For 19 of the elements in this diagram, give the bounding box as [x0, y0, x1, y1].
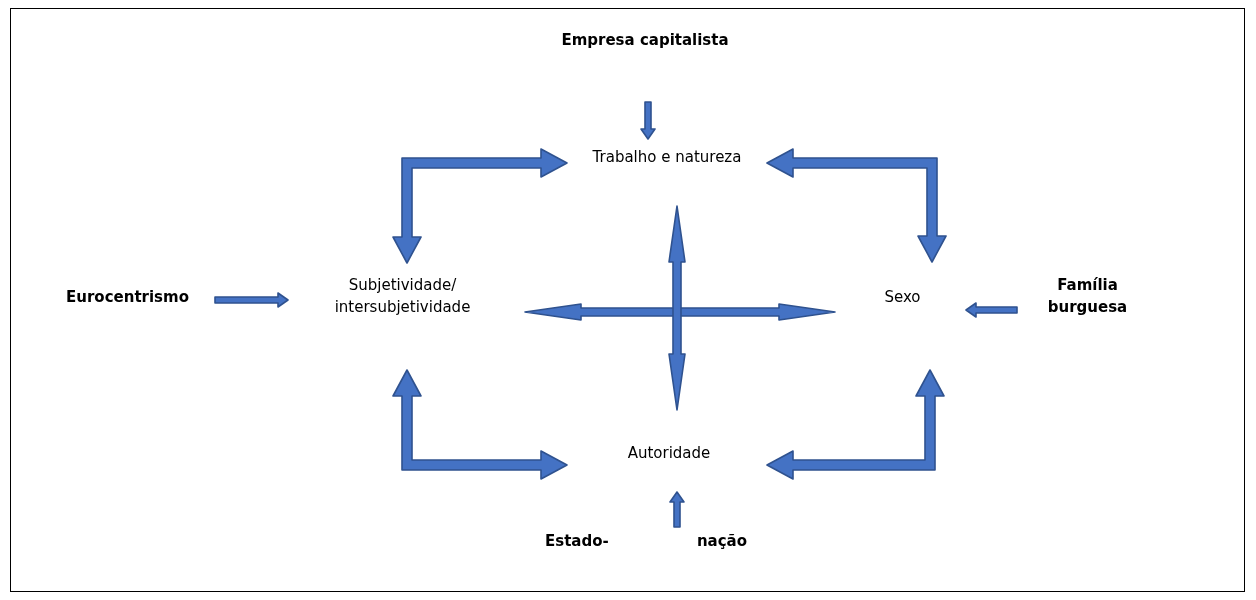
block-arrow — [640, 101, 656, 140]
concept-label: Trabalho e natureza — [567, 140, 767, 176]
block-arrow — [214, 292, 289, 308]
concept-label: Sexo — [845, 268, 960, 328]
concept-label: Autoridade — [585, 432, 753, 476]
block-arrow — [392, 369, 568, 480]
block-arrow — [668, 205, 686, 411]
heading-label: nação — [696, 531, 747, 552]
concept-label: Subjetividade/ intersubjetividade — [290, 267, 515, 327]
block-arrow — [766, 369, 945, 480]
heading-label: Eurocentrismo — [45, 285, 210, 311]
heading-label: Família burguesa — [1025, 272, 1150, 322]
block-arrow — [524, 303, 836, 321]
block-arrow — [669, 491, 685, 528]
heading-label: Estado- — [545, 531, 609, 552]
heading-label: Empresa capitalista — [550, 30, 740, 94]
block-arrow — [392, 148, 568, 264]
block-arrow — [965, 302, 1018, 318]
block-arrow — [766, 148, 947, 263]
